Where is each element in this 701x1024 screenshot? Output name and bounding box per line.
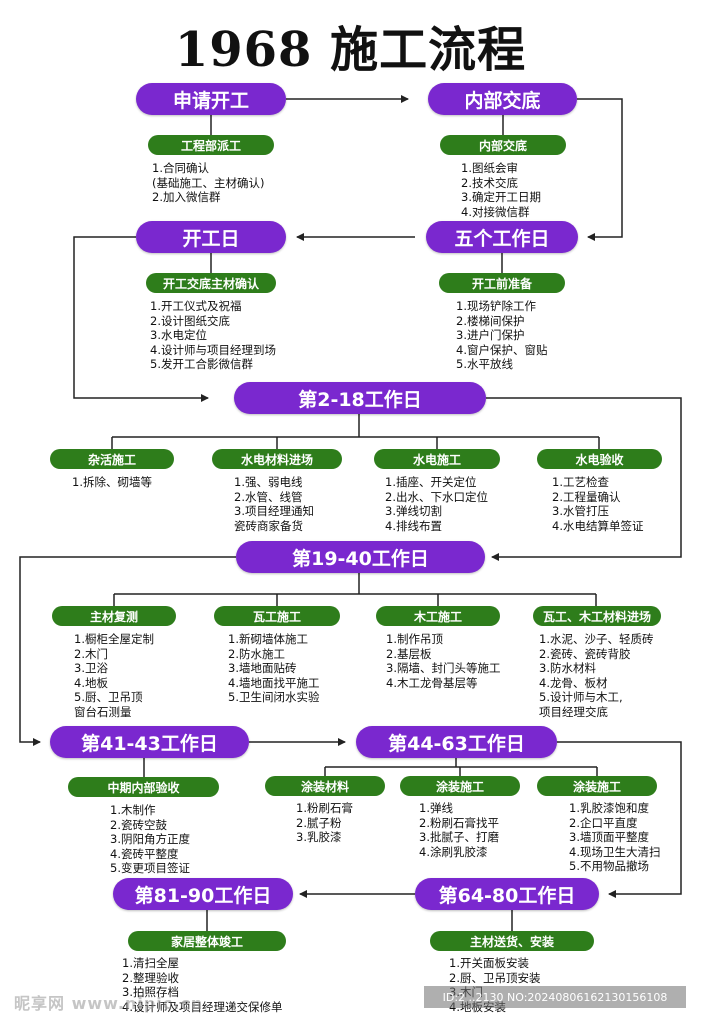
task-main-delivery: 主材送货、安装: [430, 931, 594, 951]
task-internal-brief: 内部交底: [440, 135, 566, 155]
detail-prep: 1.现场铲除工作 2.楼梯间保护 3.进户门保护 4.窗户保护、窗贴 5.水平放…: [456, 299, 548, 371]
task-paint-work-1: 涂装施工: [400, 776, 520, 796]
phase-d19-40: 第19-40工作日: [236, 541, 485, 573]
arrow-d44-d64: [557, 741, 682, 898]
task-mep-check: 水电验收: [537, 449, 662, 469]
arrow-d19-d41: [19, 556, 236, 746]
task-main-measure: 主材复测: [52, 606, 176, 626]
detail-tile-wood-material: 1.水泥、沙子、轻质砖 2.瓷砖、瓷砖背胶 3.防水材料 4.龙骨、板材 5.设…: [539, 632, 654, 719]
page-title: 1968 施工流程: [174, 22, 527, 78]
phase-d44-63: 第44-63工作日: [356, 726, 557, 758]
arrow-startday-d2: [73, 236, 209, 402]
task-tile-work: 瓦工施工: [214, 606, 340, 626]
phase-d81-90: 第81-90工作日: [113, 878, 293, 910]
phase-d64-80: 第64-80工作日: [415, 878, 599, 910]
watermark-left: 昵享网 www.nipic.cn: [14, 994, 204, 1013]
task-paint-material: 涂装材料: [265, 776, 385, 796]
detail-internal-brief: 1.图纸会审 2.技术交底 3.确定开工日期 4.对接微信群: [461, 161, 541, 219]
detail-wood-work: 1.制作吊顶 2.基层板 3.隔墙、封门头等施工 4.木工龙骨基层等: [386, 632, 501, 690]
watermark-right: ID:2 ..2130 NO:20240806162130156108: [424, 986, 686, 1008]
detail-mep-work: 1.插座、开关定位 2.出水、下水口定位 3.弹线切割 4.排线布置: [385, 475, 488, 533]
task-mep-work: 水电施工: [374, 449, 500, 469]
detail-main-measure: 1.橱柜全屋定制 2.木门 3.卫浴 4.地板 5.厨、卫吊顶 窗台石测量: [74, 632, 154, 719]
task-paint-work-2: 涂装施工: [537, 776, 657, 796]
phase-start-day: 开工日: [136, 221, 286, 253]
detail-start-confirm: 1.开工仪式及祝福 2.设计图纸交底 3.水电定位 4.设计师与项目经理到场 5…: [150, 299, 276, 371]
task-final-check: 家居整体竣工: [128, 931, 286, 951]
detail-misc: 1.拆除、砌墙等: [72, 475, 152, 489]
detail-mep-material: 1.强、弱电线 2.水管、线管 3.项目经理通知 瓷砖商家备货: [234, 475, 314, 533]
detail-mid-check: 1.木制作 2.瓷砖空鼓 3.阴阳角方正度 4.瓷砖平整度 5.变更项目签证: [110, 803, 190, 875]
detail-dispatch: 1.合同确认 (基础施工、主材确认) 2.加入微信群: [152, 161, 265, 204]
task-mid-check: 中期内部验收: [68, 777, 219, 797]
phase-internal: 内部交底: [428, 83, 577, 115]
detail-tile-work: 1.新砌墙体施工 2.防水施工 3.墙地面贴砖 4.墙地面找平施工 5.卫生间闭…: [228, 632, 320, 704]
task-prep: 开工前准备: [439, 273, 565, 293]
task-dispatch: 工程部派工: [148, 135, 274, 155]
task-mep-material: 水电材料进场: [212, 449, 342, 469]
task-wood-work: 木工施工: [376, 606, 500, 626]
detail-paint-work-2: 1.乳胶漆饱和度 2.企口平直度 3.墙顶面平整度 4.现场卫生大清扫 5.不用…: [569, 801, 661, 873]
phase-d41-43: 第41-43工作日: [50, 726, 249, 758]
arrow-internal-fivedays: [577, 98, 623, 241]
phase-five-days: 五个工作日: [426, 221, 578, 253]
arrow-d2-d19: [486, 397, 682, 561]
detail-mep-check: 1.工艺检查 2.工程量确认 3.水管打压 4.水电结算单签证: [552, 475, 644, 533]
task-misc: 杂活施工: [50, 449, 174, 469]
task-tile-wood-material: 瓦工、木工材料进场: [533, 606, 661, 626]
detail-paint-material: 1.粉刷石膏 2.腻子粉 3.乳胶漆: [296, 801, 353, 844]
detail-paint-work-1: 1.弹线 2.粉刷石膏找平 3.批腻子、打磨 4.涂刷乳胶漆: [419, 801, 499, 859]
task-start-confirm: 开工交底主材确认: [146, 273, 276, 293]
phase-apply: 申请开工: [136, 83, 286, 115]
detail-final-check: 1.清扫全屋 2.整理验收 3.拍照存档 4.设计师及项目经理递交保修单: [122, 956, 283, 1014]
phase-d2-18: 第2-18工作日: [234, 382, 486, 414]
